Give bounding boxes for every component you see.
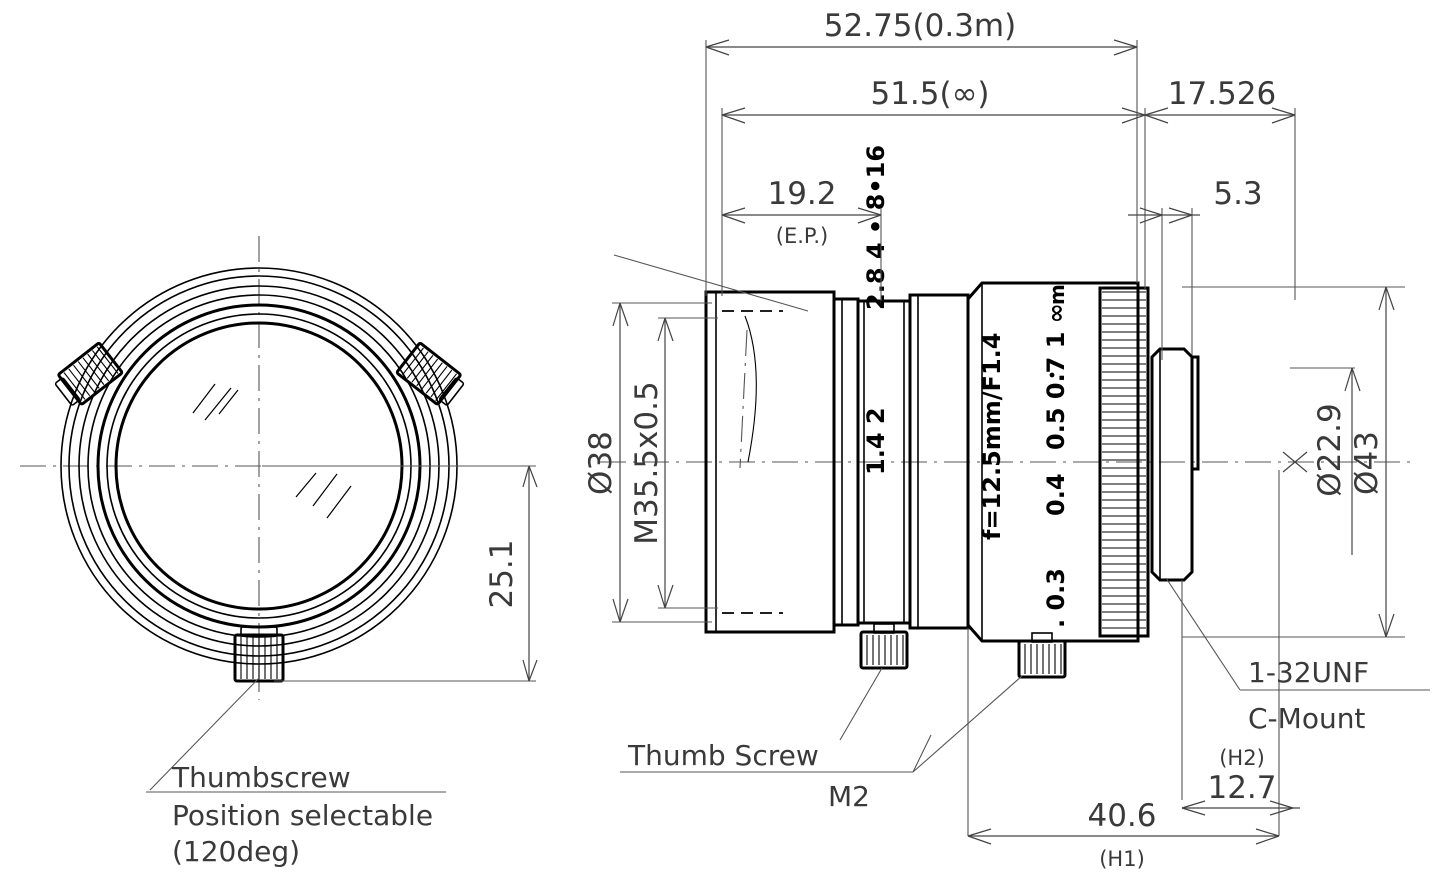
engraving-focus-near: . 0.3 <box>1042 568 1070 628</box>
thumb-screw-size-label: M2 <box>828 780 870 813</box>
dimension-entrance-pupil-label: 19.2 <box>767 176 836 212</box>
dimension-flange-back: 17.526 <box>1144 76 1296 124</box>
dimension-overall-infinity-label: 51.5(∞) <box>870 76 989 112</box>
dimension-body-od: Ø43 <box>1349 286 1395 638</box>
front-view-group: 25.1 Thumbscrew Position selectable (120… <box>20 236 538 868</box>
dimension-rear-step: 5.3 <box>1128 176 1263 224</box>
c-mount-flange-edge <box>1190 355 1200 471</box>
mount-type-label: C-Mount <box>1248 702 1365 735</box>
thumbscrew-callout-line2: Position selectable <box>172 799 433 832</box>
dimension-front-od: Ø38 <box>583 302 629 623</box>
dimension-25-1-label: 25.1 <box>484 539 520 608</box>
thumbscrew-callout-line1: Thumbscrew <box>171 761 351 794</box>
front-view-thumbscrew-callout: Thumbscrew Position selectable (120deg) <box>146 677 446 868</box>
dimension-mount-od: Ø22.9 <box>1282 367 1361 555</box>
dimension-h1: 40.6 (H1) <box>967 798 1280 871</box>
dimension-overall-infinity: 51.5(∞) <box>721 76 1146 124</box>
engraving-spec: f=12.5mm/F1.4 <box>978 333 1006 540</box>
focus-index-dot <box>1049 372 1055 378</box>
dimension-25-1: 25.1 <box>262 465 538 682</box>
dimension-body-od-label: Ø43 <box>1349 431 1385 495</box>
thumb-screw-callout-label: Thumb Screw <box>627 739 819 772</box>
engraving-focus-mid: 0.4 <box>1042 473 1070 516</box>
dimension-mount-od-label: Ø22.9 <box>1312 403 1348 496</box>
mount-callout: 1-32UNF C-Mount <box>1165 577 1430 735</box>
glass-highlight-upper <box>192 383 239 421</box>
knurled-focus-ring <box>1098 286 1150 638</box>
knurl-pattern <box>1102 291 1146 629</box>
dimension-h2: 12.7 (H2) <box>1181 746 1300 816</box>
thumb-screw-callout: Thumb Screw M2 <box>620 667 1023 813</box>
glass-highlight-lower <box>295 472 352 519</box>
dimension-overall-close-label: 52.75(0.3m) <box>824 8 1016 44</box>
dimension-rear-step-label: 5.3 <box>1213 176 1262 212</box>
side-view-group: 2.8 4 • 8•16 1.4 2 f=12.5mm/F1.4 . 0.3 0… <box>583 8 1430 871</box>
thumbscrew-upper-right <box>395 342 465 406</box>
side-thumbscrew-rear <box>1017 632 1067 679</box>
engraving-focus-unit: m <box>1045 284 1069 305</box>
thumbscrew-upper-left <box>54 342 124 406</box>
dimension-entrance-pupil: 19.2 (E.P.) <box>721 176 882 248</box>
engraving-aperture-lower: 1.4 2 <box>862 407 890 475</box>
thumbscrew-bottom <box>233 626 285 683</box>
dimension-flange-back-label: 17.526 <box>1168 76 1276 112</box>
dimension-entrance-pupil-note: (E.P.) <box>776 224 828 248</box>
front-element-centerline <box>739 329 748 469</box>
dimension-front-od-label: Ø38 <box>583 431 619 495</box>
engraving-focus-far: 0.5 0.7 1 ∞ <box>1042 303 1070 450</box>
dimension-front-thread-label: M35.5x0.5 <box>629 381 665 544</box>
dimension-h2-label: 12.7 <box>1207 770 1276 806</box>
thumbscrew-callout-line3: (120deg) <box>172 835 300 868</box>
dimension-front-thread: M35.5x0.5 <box>629 317 674 609</box>
c-mount-thread-body <box>1150 347 1194 582</box>
dimension-overall-close: 52.75(0.3m) <box>705 8 1138 56</box>
front-element-curve <box>744 315 757 463</box>
dimension-h1-note: (H1) <box>1099 847 1145 871</box>
dimension-h1-label: 40.6 <box>1087 798 1156 834</box>
front-element-leader <box>613 254 809 312</box>
dimension-h2-note: (H2) <box>1219 746 1265 770</box>
side-thumbscrew-front <box>859 623 909 670</box>
engraving-aperture-upper: 2.8 4 • 8•16 <box>862 145 890 310</box>
mount-thread-label: 1-32UNF <box>1248 656 1369 689</box>
